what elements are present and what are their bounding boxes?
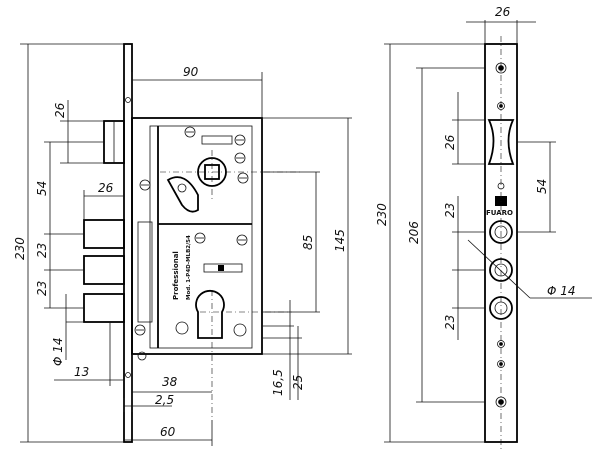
dim-26-latch: 26 [53, 102, 67, 118]
dim-54-left: 54 [35, 181, 49, 196]
dim-38: 38 [162, 375, 178, 389]
dim-16-5: 16,5 [271, 369, 285, 396]
dim-23-b: 23 [35, 281, 49, 296]
dim-23-r2: 23 [443, 315, 457, 330]
cylinder-cutout [195, 289, 225, 339]
brand-plate-label: FUARO [486, 209, 513, 217]
model-side-label: Mod. 1-P4D-MLB2/54 [186, 235, 192, 300]
brand-side-label: Professional [172, 251, 180, 300]
dim-23-a: 23 [35, 243, 49, 258]
lock-side-view: Professional Mod. 1-P4D-MLB2/54 [83, 43, 300, 443]
dim-230-left: 230 [13, 237, 27, 260]
latch-opening [487, 119, 515, 165]
dim-60: 60 [160, 425, 176, 439]
dim-145: 145 [333, 229, 347, 252]
right-dimensions: 26 230 206 26 23 23 54 Φ 14 [375, 5, 592, 443]
dim-25: 25 [291, 375, 305, 390]
faceplate-front-view: FUARO [484, 36, 518, 450]
dim-26-faceplate: 26 [495, 5, 511, 19]
dim-230-right: 230 [375, 203, 389, 226]
deadbolt-3 [83, 293, 125, 323]
dim-13: 13 [74, 365, 89, 379]
dim-phi14-right: Φ 14 [547, 284, 576, 298]
faceplate-strip [123, 43, 133, 443]
deadbolt-2 [83, 255, 125, 285]
dim-2-5: 2,5 [155, 393, 174, 407]
left-dimensions: 90 230 26 54 26 23 23 Φ 14 13 [13, 43, 352, 446]
dim-26-latch-right: 26 [443, 134, 457, 150]
dim-90: 90 [183, 65, 199, 79]
dim-26-bolts: 26 [98, 181, 114, 195]
lock-case [131, 117, 263, 355]
dim-phi14-left: Φ 14 [51, 337, 65, 366]
dim-54-right: 54 [535, 179, 549, 194]
dim-206: 206 [407, 221, 421, 244]
dim-85: 85 [301, 235, 315, 250]
dim-23-r1: 23 [443, 203, 457, 218]
deadbolt-1 [83, 219, 125, 249]
